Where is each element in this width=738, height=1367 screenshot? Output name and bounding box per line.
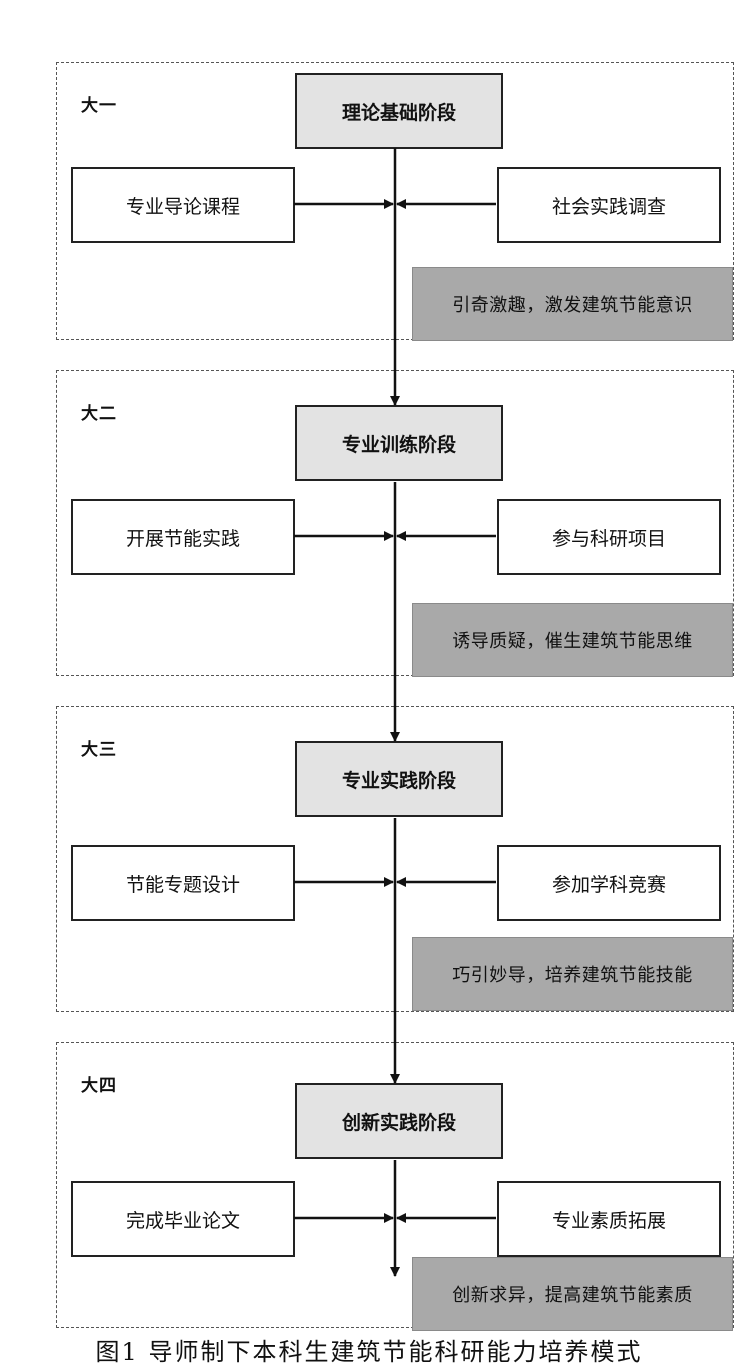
- stage-3-phase-box: 专业实践阶段: [295, 741, 503, 817]
- stage-1-phase-box: 理论基础阶段: [295, 73, 503, 149]
- stage-1-container: 大一 理论基础阶段 专业导论课程 社会实践调查 引奇激趣，激发建筑节能意识: [56, 62, 734, 341]
- stage-1-goal-box: 引奇激趣，激发建筑节能意识: [412, 267, 733, 341]
- stage-4-container: 大四 创新实践阶段 完成毕业论文 专业素质拓展 创新求异，提高建筑节能素质: [56, 1042, 734, 1331]
- stage-4-right-activity-box: 专业素质拓展: [497, 1181, 721, 1257]
- stage-2-left-activity-box: 开展节能实践: [71, 499, 295, 575]
- stage-1-year-label: 大一: [81, 96, 117, 116]
- stage-3-left-activity-box: 节能专题设计: [71, 845, 295, 921]
- stage-4-phase-box: 创新实践阶段: [295, 1083, 503, 1159]
- stage-4-left-activity-box: 完成毕业论文: [71, 1181, 295, 1257]
- stage-2-container: 大二 专业训练阶段 开展节能实践 参与科研项目 诱导质疑，催生建筑节能思维: [56, 370, 734, 677]
- stage-1-left-activity-box: 专业导论课程: [71, 167, 295, 243]
- figure-caption: 图1 导师制下本科生建筑节能科研能力培养模式: [95, 1338, 643, 1366]
- stage-4-year-label: 大四: [81, 1076, 117, 1096]
- stage-2-goal-box: 诱导质疑，催生建筑节能思维: [412, 603, 733, 677]
- stage-3-container: 大三 专业实践阶段 节能专题设计 参加学科竞赛 巧引妙导，培养建筑节能技能: [56, 706, 734, 1012]
- stage-2-right-activity-box: 参与科研项目: [497, 499, 721, 575]
- stage-2-phase-box: 专业训练阶段: [295, 405, 503, 481]
- stage-3-goal-box: 巧引妙导，培养建筑节能技能: [412, 937, 733, 1011]
- stage-3-right-activity-box: 参加学科竞赛: [497, 845, 721, 921]
- stage-4-goal-box: 创新求异，提高建筑节能素质: [412, 1257, 733, 1331]
- stage-1-right-activity-box: 社会实践调查: [497, 167, 721, 243]
- stage-3-year-label: 大三: [81, 740, 117, 760]
- stage-2-year-label: 大二: [81, 404, 117, 424]
